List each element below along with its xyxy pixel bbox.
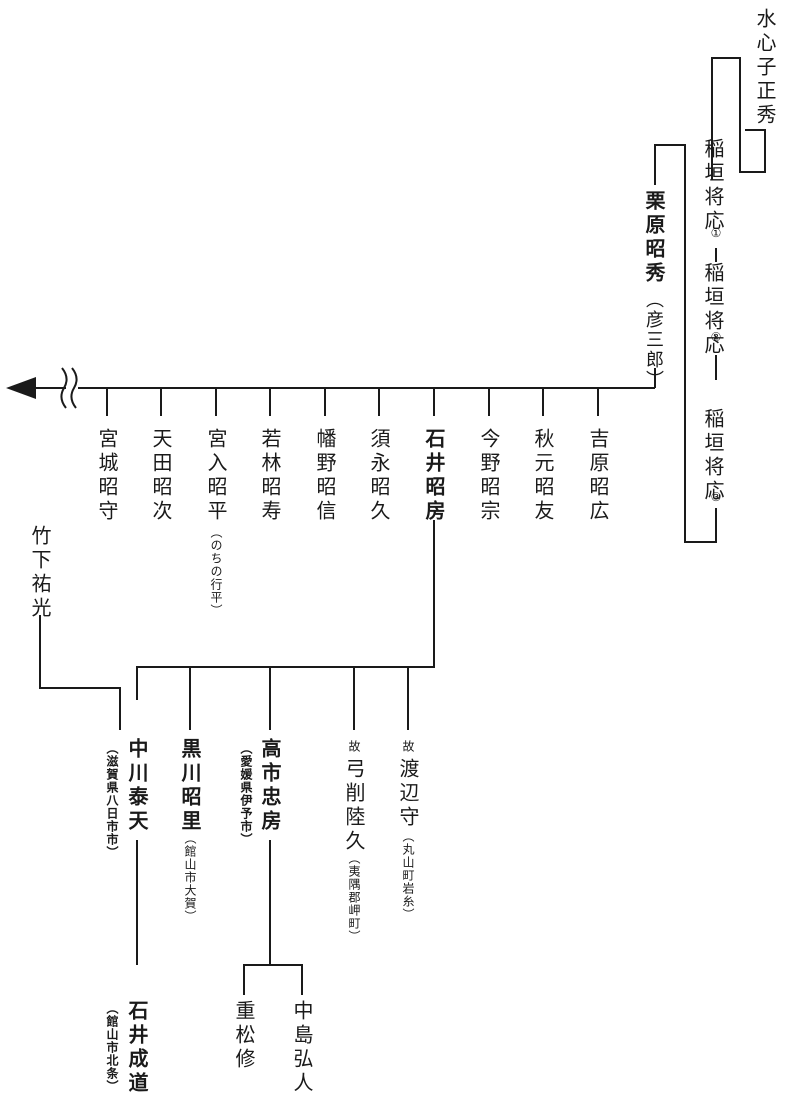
note-kurokawa: （館山市大賀） [183, 832, 197, 923]
name-ishii-akifusa: 石井昭房 [422, 428, 446, 524]
mark-3: ③ [709, 490, 723, 504]
connector-mizu [711, 57, 766, 180]
arrow-head [6, 377, 36, 399]
name-hata: 幡野昭信 [313, 428, 337, 524]
name-mizushinshi: 水心子正秀 [753, 8, 777, 128]
name-takaichi: 高市忠房 [258, 738, 282, 834]
connector-takaichi-students [243, 840, 303, 995]
name-akimoto: 秋元昭友 [531, 428, 555, 524]
name-yoshihara: 吉原昭広 [586, 428, 610, 524]
name-inagaki-3: 稲垣将応 [701, 408, 725, 504]
connector-takeshita [39, 615, 121, 730]
mark-1: ① [709, 226, 723, 240]
name-takeshita: 竹下祐光 [28, 525, 52, 621]
note-nakagawa: （滋賀県八日市市） [105, 742, 119, 859]
note-ishii-narumichi: （館山市北条） [105, 1002, 119, 1093]
note-kurihara: （彦三郎） [643, 290, 664, 390]
name-kurokawa: 黒川昭里 [178, 738, 202, 834]
name-nakagawa: 中川泰天 [125, 738, 149, 834]
mark-2: ② [709, 330, 723, 344]
name-miyagi: 宮城昭守 [95, 428, 119, 524]
name-sunaga: 須永昭久 [367, 428, 391, 524]
name-wakabayashi: 若林昭寿 [258, 428, 282, 524]
note-yuge: （夷隅郡岬町） [347, 852, 361, 943]
note-miyairi: （のちの行平） [209, 526, 223, 617]
note-takaichi: （愛媛県伊予市） [239, 742, 253, 846]
name-nakajima: 中島弘人 [290, 1000, 314, 1096]
connector-ishii-lower [136, 520, 435, 700]
connector-inagaki-kurihara [654, 144, 717, 543]
name-yuge: 弓削陸久 [342, 758, 366, 854]
note-watanabe: （丸山町岩糸） [401, 830, 415, 921]
name-ishii-narumichi: 石井成道 [125, 1000, 149, 1096]
break-mark [60, 367, 78, 409]
name-miyairi: 宮入昭平 [204, 428, 228, 524]
name-inagaki-1: 稲垣将応 [701, 138, 725, 234]
label-ko-2: 故 [347, 740, 361, 753]
label-ko-1: 故 [401, 740, 415, 753]
name-tenda: 天田昭次 [149, 428, 173, 524]
name-inagaki-2: 稲垣将応 [701, 262, 725, 358]
name-imano: 今野昭宗 [477, 428, 501, 524]
name-shigematsu: 重松修 [232, 1000, 256, 1072]
name-kurihara: 栗原昭秀 [642, 190, 666, 286]
name-watanabe: 渡辺守 [396, 758, 420, 830]
